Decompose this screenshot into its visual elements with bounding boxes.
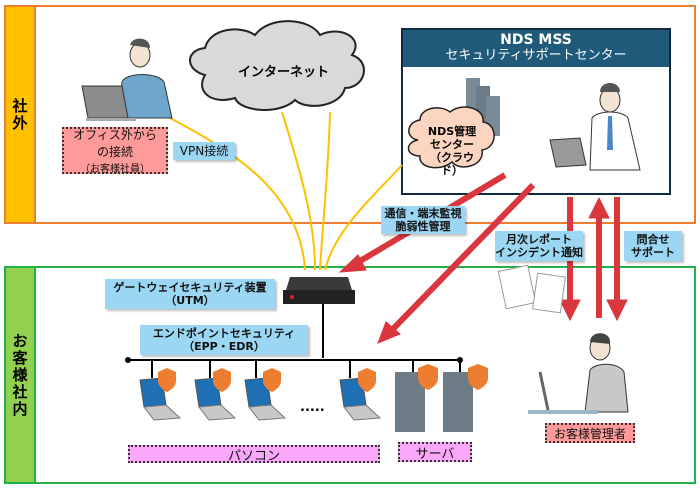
remote-user-label: オフィス外から の接続 （お客様社員） (62, 127, 168, 175)
endpoint-line1: エンドポイントセキュリティ (152, 327, 296, 340)
endpoint-line2: （EPP・EDR） (183, 340, 265, 353)
report-documents-icon (497, 264, 566, 314)
monitor-label: 通信・端末監視 脆弱性管理 (381, 206, 465, 234)
ellipsis: ..... (300, 400, 325, 415)
server-shield-icon (418, 364, 488, 390)
shield-check-icon (213, 368, 231, 392)
internet-link-2 (319, 111, 331, 271)
inquiry-line1: 問合せ (636, 233, 670, 246)
admin-label: お客様管理者 (545, 423, 635, 443)
vpn-label: VPN接続 (173, 142, 235, 160)
internet-label: インターネット (238, 65, 330, 80)
arrow-head-endpoint (377, 321, 401, 344)
remote-user-icon (81, 38, 173, 121)
monitor-arrow-endpoint (389, 182, 536, 333)
cloud-line1: NDS管理 (427, 125, 477, 138)
center-header: NDS MSS セキュリティサポートセンター (403, 30, 669, 67)
remote-user-line3: （お客様社員） (80, 164, 150, 175)
remote-user-line2: の接続 (96, 145, 133, 159)
shield-check-icon (158, 368, 176, 392)
arrow-head-utm (338, 254, 367, 273)
nds-cloud-icon (407, 106, 495, 169)
utm-line1: ゲートウェイセキュリティ装置 (113, 281, 267, 294)
server-label: サーバ (398, 442, 472, 462)
utm-line2: （UTM） (165, 294, 215, 307)
report-label: 月次レポート インシデント通知 (495, 231, 583, 261)
nds-cloud-label: NDS管理 センター （クラウド） (422, 125, 482, 177)
report-line2: インシデント通知 (495, 246, 583, 259)
pc-label: パソコン (128, 445, 380, 464)
cloud-line3: （クラウド） (430, 151, 474, 177)
outside-zone-label: 社外 (4, 5, 36, 224)
remote-user-line1: オフィス外から (73, 128, 157, 142)
center-title: NDS MSS (500, 32, 572, 48)
internet-link-1 (281, 111, 316, 271)
center-subtitle: セキュリティサポートセンター (445, 48, 627, 63)
internet-cloud-icon (189, 20, 365, 111)
support-arrow-down-head (606, 299, 628, 322)
customer-admin-icon (528, 333, 629, 414)
operator-icon (549, 83, 641, 171)
inquiry-label: 問合せ サポート (624, 231, 682, 261)
endpoint-label: エンドポイントセキュリティ （EPP・EDR） (140, 325, 308, 355)
utm-label: ゲートウェイセキュリティ装置 （UTM） (105, 279, 275, 309)
inquiry-line2: サポート (631, 246, 675, 259)
vpn-link (169, 117, 306, 271)
monitor-line2: 脆弱性管理 (395, 220, 451, 233)
inquiry-arrow-up-head (588, 196, 610, 219)
laptop-icon (194, 377, 237, 421)
cloud-link (324, 164, 403, 271)
report-line1: 月次レポート (506, 233, 572, 246)
shield-check-icon (263, 368, 281, 392)
report-arrow-head (559, 299, 581, 322)
monitor-line1: 通信・端末監視 (384, 207, 462, 220)
cloud-line2: センター (430, 138, 474, 151)
inside-zone-label: お客様社内 (4, 266, 36, 484)
utm-device-icon (283, 277, 355, 304)
shield-check-icon (358, 368, 376, 392)
